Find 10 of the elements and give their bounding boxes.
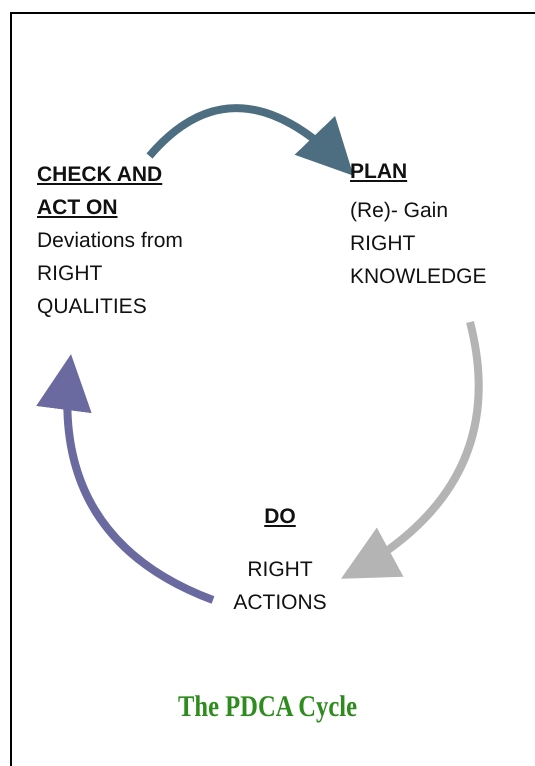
- step-heading: DO: [263, 504, 297, 530]
- step-heading: PLAN: [350, 159, 408, 185]
- curved-arrow: [146, 104, 354, 176]
- step-description: Deviations from RIGHT QUALITIES: [37, 228, 184, 320]
- step-description: (Re)- Gain RIGHT KNOWLEDGE: [350, 198, 488, 290]
- curved-arrow: [341, 321, 482, 580]
- step-heading: CHECK AND ACT ON: [37, 162, 164, 221]
- curved-arrow: [38, 354, 215, 604]
- step-description: RIGHT ACTIONS: [232, 557, 328, 616]
- diagram-title: The PDCA Cycle: [177, 690, 358, 724]
